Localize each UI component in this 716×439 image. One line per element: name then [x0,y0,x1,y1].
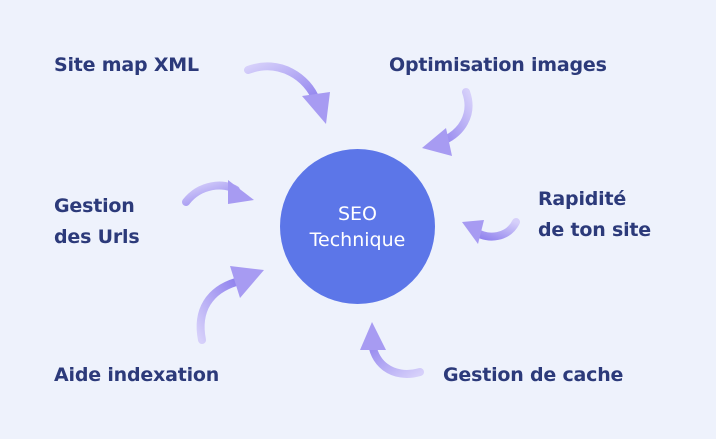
arrow-cache [360,322,424,378]
label-sitemap-text: Site map XML [54,54,199,76]
label-cache-text: Gestion de cache [443,364,624,386]
arrow-sitemap [244,62,330,124]
label-rapidite-line-2: de ton site [538,219,651,241]
label-rapidite-site: Rapidité de ton site [538,184,651,246]
arrow-optimisation [422,88,473,156]
label-rapidite-line-1: Rapidité [538,188,627,210]
label-sitemap-xml: Site map XML [54,50,199,81]
center-line-1: SEO [337,202,378,225]
label-urls-line-1: Gestion [54,195,135,217]
label-urls-line-2: des Urls [54,226,140,248]
label-aide-indexation: Aide indexation [54,360,219,391]
label-indexation-text: Aide indexation [54,364,220,386]
arrow-indexation [196,266,264,344]
label-optimisation-text: Optimisation images [389,54,607,76]
center-circle-seo-technique: SEO Technique [280,149,435,304]
label-gestion-cache: Gestion de cache [443,360,623,391]
arrow-urls [182,180,254,206]
center-line-2: Technique [309,228,406,251]
label-optimisation-images: Optimisation images [389,50,607,81]
arrow-rapidite [462,218,520,244]
label-gestion-urls: Gestion des Urls [54,191,140,253]
